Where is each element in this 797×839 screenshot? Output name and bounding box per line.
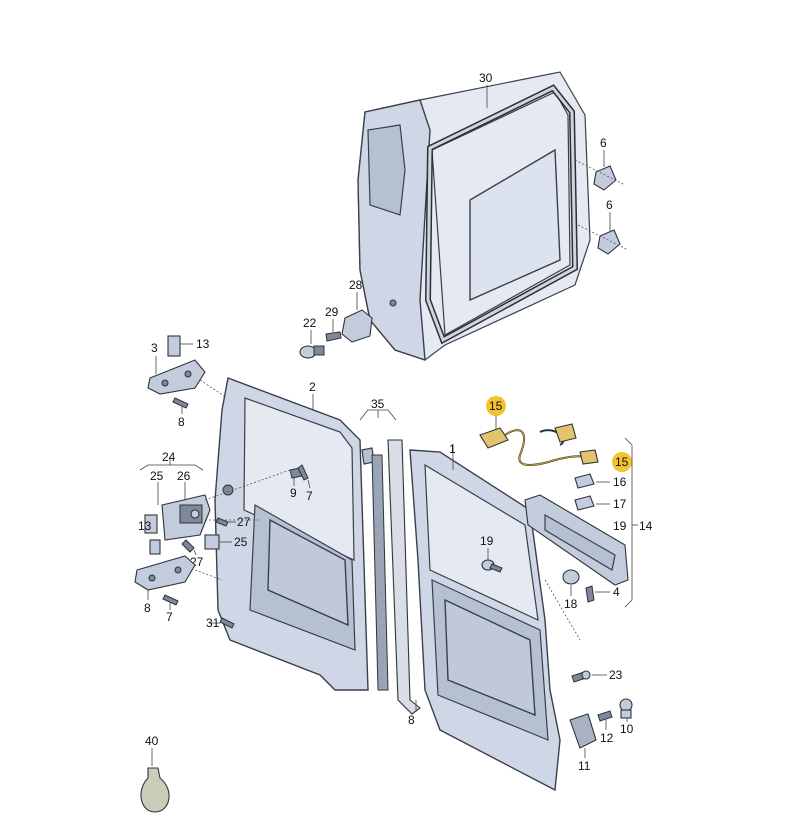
label-15-lower: 15 [615, 455, 629, 469]
highlight-15-upper [486, 396, 506, 416]
label-25-upper: 25 [150, 469, 164, 483]
part-3-upper-hinge: 3 13 8 [147, 335, 231, 429]
part-11-striker: 11 [569, 713, 597, 773]
highlight-15-lower [612, 452, 632, 472]
label-17: 17 [613, 497, 627, 511]
label-18: 4 [613, 585, 620, 599]
part-35-seal-strips: 35 8 [359, 397, 421, 727]
label-13-lower: 13 [138, 519, 152, 533]
van-body [357, 71, 591, 361]
label-6-lower: 6 [606, 198, 613, 212]
part-40-grease-pouch: 40 [140, 734, 170, 813]
part-1-door: 1 [409, 442, 581, 792]
part-29-screw: 29 [325, 305, 342, 342]
label-15-upper: 15 [489, 399, 503, 413]
label-8-upper: 8 [178, 415, 185, 429]
part-12-screw: 12 [597, 710, 614, 745]
label-28: 28 [349, 278, 363, 292]
label-12: 12 [600, 731, 614, 745]
part-31-screw: 23 [571, 668, 623, 683]
label-26: 26 [177, 469, 191, 483]
label-6-upper: 6 [600, 136, 607, 150]
label-9: 9 [290, 486, 297, 500]
part-20-screw: 19 [480, 534, 503, 573]
label-1: 1 [449, 442, 456, 456]
label-14: 14 [639, 519, 653, 533]
part-24-center-hinge: 24 25 26 27 13 25 27 9 7 [138, 450, 313, 569]
label-20: 19 [480, 534, 494, 548]
label-29: 29 [325, 305, 339, 319]
label-24: 24 [162, 450, 176, 464]
label-40: 40 [145, 734, 159, 748]
part-4-lower-hinge: 8 7 31 [134, 555, 235, 630]
label-19-lower: 18 [564, 597, 578, 611]
label-22: 22 [303, 316, 317, 330]
callout-30: 30 [479, 71, 493, 108]
part-2-door: 2 [214, 377, 369, 691]
label-3: 3 [151, 341, 158, 355]
label-23: 8 [408, 713, 415, 727]
part-15-wiring-harness: 15 15 [479, 396, 632, 472]
label-31: 23 [609, 668, 623, 682]
label-35: 35 [371, 397, 385, 411]
label-4: 8 [144, 601, 151, 615]
label-2: 2 [309, 380, 316, 394]
label-19-upper: 19 [613, 519, 627, 533]
label-13-upper: 13 [196, 337, 210, 351]
label-8-lower: 7 [166, 610, 173, 624]
part-10-bumper: 10 [619, 698, 634, 736]
part-6-upper: 6 [574, 136, 626, 191]
label-11: 11 [578, 759, 591, 773]
part-28-buffer: 28 [341, 278, 373, 343]
label-27-upper: 27 [237, 515, 251, 529]
part-22-bolt: 22 [299, 316, 325, 359]
label-16: 16 [613, 475, 627, 489]
label-30: 30 [479, 71, 493, 85]
label-10: 10 [620, 722, 634, 736]
part-14-assembly: 16 17 19 14 18 4 [524, 437, 653, 611]
label-7-upper: 7 [306, 489, 313, 503]
label-7-lower: 31 [206, 616, 220, 630]
part-6-lower: 6 [577, 198, 629, 255]
label-25-lower: 25 [234, 535, 248, 549]
